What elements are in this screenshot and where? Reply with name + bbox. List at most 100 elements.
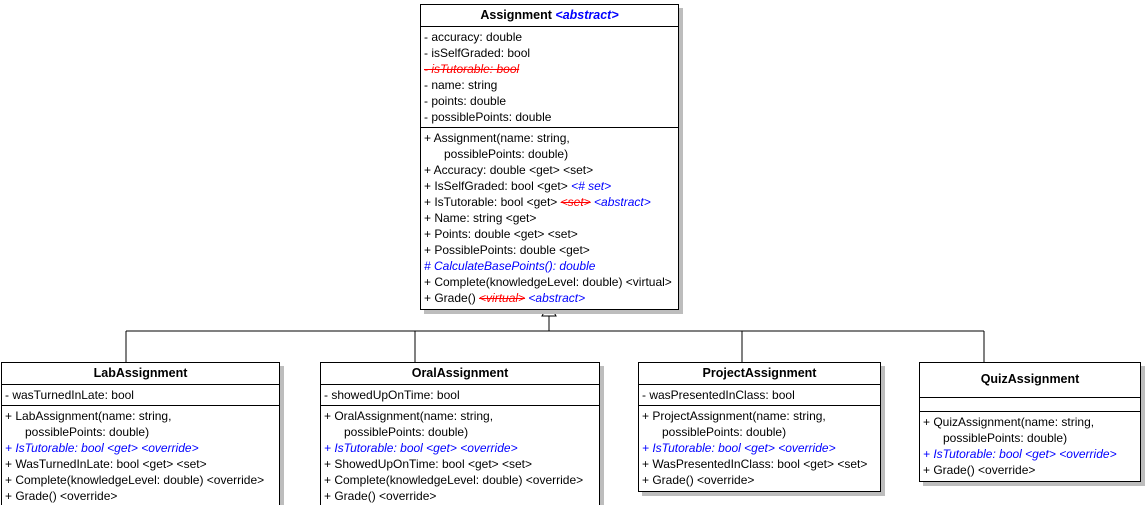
method-line: + ProjectAssignment(name: string, <box>642 408 877 424</box>
class-title-segment: <abstract> <box>555 8 619 22</box>
method-segment: + ShowedUpOnTime: bool <get> <set> <box>324 457 533 471</box>
methods-compartment-quiz: + QuizAssignment(name: string, possibleP… <box>920 412 1140 481</box>
method-line: + LabAssignment(name: string, <box>5 408 276 424</box>
class-title-segment: LabAssignment <box>93 366 188 380</box>
method-line: + Grade() <override> <box>923 462 1137 478</box>
class-title-segment: OralAssignment <box>411 366 509 380</box>
method-segment: + Name: string <get> <box>424 211 537 225</box>
attribute-segment: - wasPresentedInClass: bool <box>642 388 795 402</box>
method-segment: + IsTutorable: bool <get> <override> <box>923 447 1117 461</box>
attribute-line: - possiblePoints: double <box>424 109 675 125</box>
method-line: + Name: string <get> <box>424 210 675 226</box>
method-line: + ShowedUpOnTime: bool <get> <set> <box>324 456 596 472</box>
method-line: + WasTurnedInLate: bool <get> <set> <box>5 456 276 472</box>
method-segment: + OralAssignment(name: string, <box>324 409 494 423</box>
method-segment: <abstract> <box>594 195 651 209</box>
attribute-segment: - points: double <box>424 94 507 108</box>
method-segment: <set> <box>560 195 591 209</box>
attributes-compartment-lab: - wasTurnedInLate: bool <box>2 385 279 406</box>
method-segment: + Accuracy: double <get> <set> <box>424 163 594 177</box>
method-line: + Complete(knowledgeLevel: double) <over… <box>5 472 276 488</box>
class-title-oral: OralAssignment <box>321 363 599 385</box>
method-segment: + Complete(knowledgeLevel: double) <over… <box>324 473 584 487</box>
method-line: + Grade() <override> <box>642 472 877 488</box>
method-line: possiblePoints: double) <box>424 146 675 162</box>
method-segment: <virtual> <box>479 291 526 305</box>
methods-compartment-lab: + LabAssignment(name: string, possiblePo… <box>2 406 279 505</box>
class-title-segment: QuizAssignment <box>980 372 1080 386</box>
method-segment: + Grade() <override> <box>324 489 437 503</box>
method-segment: + Points: double <get> <set> <box>424 227 578 241</box>
method-line: + Assignment(name: string, <box>424 130 675 146</box>
class-title-quiz: QuizAssignment <box>920 363 1140 398</box>
method-line: + Complete(knowledgeLevel: double) <virt… <box>424 274 675 290</box>
method-segment: + Complete(knowledgeLevel: double) <over… <box>5 473 265 487</box>
methods-compartment-assignment: + Assignment(name: string, possiblePoint… <box>421 128 678 309</box>
method-line: + Grade() <override> <box>324 488 596 504</box>
attribute-segment: - isSelfGraded: bool <box>424 46 531 60</box>
attribute-segment: - showedUpOnTime: bool <box>324 388 460 402</box>
method-line: + IsSelfGraded: bool <get> <# set> <box>424 178 675 194</box>
method-segment: + Grade() <override> <box>642 473 755 487</box>
method-segment: + QuizAssignment(name: string, <box>923 415 1095 429</box>
method-line: + PossiblePoints: double <get> <box>424 242 675 258</box>
method-segment: + WasTurnedInLate: bool <get> <set> <box>5 457 207 471</box>
attributes-compartment-assignment: - accuracy: double - isSelfGraded: bool - … <box>421 27 678 128</box>
method-segment: <# set> <box>571 179 612 193</box>
attributes-compartment-quiz <box>920 398 1140 412</box>
method-segment: + PossiblePoints: double <get> <box>424 243 590 257</box>
method-segment: + IsTutorable: bool <get> <override> <box>324 441 518 455</box>
class-title-assignment: Assignment <abstract> <box>421 5 678 27</box>
method-line: + WasPresentedInClass: bool <get> <set> <box>642 456 877 472</box>
method-segment: possiblePoints: double) <box>424 147 569 161</box>
attribute-segment: - accuracy: double <box>424 30 523 44</box>
attribute-segment: - isTutorable: bool <box>424 62 520 76</box>
attribute-line: - name: string <box>424 77 675 93</box>
method-segment: + Assignment(name: string, <box>424 131 570 145</box>
method-segment: possiblePoints: double) <box>642 425 787 439</box>
class-title-segment: Assignment <box>480 8 556 22</box>
class-title-lab: LabAssignment <box>2 363 279 385</box>
class-box-lab[interactable]: LabAssignment - wasTurnedInLate: bool + La… <box>1 362 280 505</box>
method-segment: possiblePoints: double) <box>923 431 1068 445</box>
method-segment: + IsSelfGraded: bool <get> <box>424 179 572 193</box>
attribute-segment: - possiblePoints: double <box>424 110 552 124</box>
method-segment: # CalculateBasePoints(): double <box>424 259 596 273</box>
attribute-line: - wasTurnedInLate: bool <box>5 387 276 403</box>
method-line: + OralAssignment(name: string, <box>324 408 596 424</box>
methods-compartment-oral: + OralAssignment(name: string, possibleP… <box>321 406 599 505</box>
class-box-assignment[interactable]: Assignment <abstract>- accuracy: double-… <box>420 4 679 310</box>
attribute-line: - accuracy: double <box>424 29 675 45</box>
method-line: possiblePoints: double) <box>642 424 877 440</box>
attribute-line: - showedUpOnTime: bool <box>324 387 596 403</box>
class-box-project[interactable]: ProjectAssignment - wasPresentedInClass: … <box>638 362 881 492</box>
method-segment: + Grade() <override> <box>5 489 118 503</box>
attribute-line: - points: double <box>424 93 675 109</box>
attribute-segment: - name: string <box>424 78 498 92</box>
method-segment: possiblePoints: double) <box>5 425 150 439</box>
method-line: possiblePoints: double) <box>923 430 1137 446</box>
method-line: + IsTutorable: bool <get> <override> <box>642 440 877 456</box>
method-segment: + Complete(knowledgeLevel: double) <virt… <box>424 275 672 289</box>
method-segment: + IsTutorable: bool <get> <override> <box>642 441 836 455</box>
class-title-project: ProjectAssignment <box>639 363 880 385</box>
method-segment: + Grade() <override> <box>923 463 1036 477</box>
method-line: + IsTutorable: bool <get> <override> <box>324 440 596 456</box>
class-box-oral[interactable]: OralAssignment - showedUpOnTime: bool + Or… <box>320 362 600 505</box>
method-line: + Grade() <override> <box>5 488 276 504</box>
attribute-line: - isTutorable: bool <box>424 61 675 77</box>
class-box-quiz[interactable]: QuizAssignment + QuizAssignment(name: str… <box>919 362 1141 482</box>
method-segment: + Grade() <box>424 291 480 305</box>
method-segment: possiblePoints: double) <box>324 425 469 439</box>
method-segment: + IsTutorable: bool <get> <box>424 195 561 209</box>
class-title-segment: ProjectAssignment <box>702 366 817 380</box>
method-line: + IsTutorable: bool <get> <override> <box>923 446 1137 462</box>
method-line: possiblePoints: double) <box>5 424 276 440</box>
attributes-compartment-oral: - showedUpOnTime: bool <box>321 385 599 406</box>
method-segment: + LabAssignment(name: string, <box>5 409 172 423</box>
attribute-segment: - wasTurnedInLate: bool <box>5 388 134 402</box>
method-line: # CalculateBasePoints(): double <box>424 258 675 274</box>
method-line: + IsTutorable: bool <get> <set> <abstrac… <box>424 194 675 210</box>
method-line: + Complete(knowledgeLevel: double) <over… <box>324 472 596 488</box>
